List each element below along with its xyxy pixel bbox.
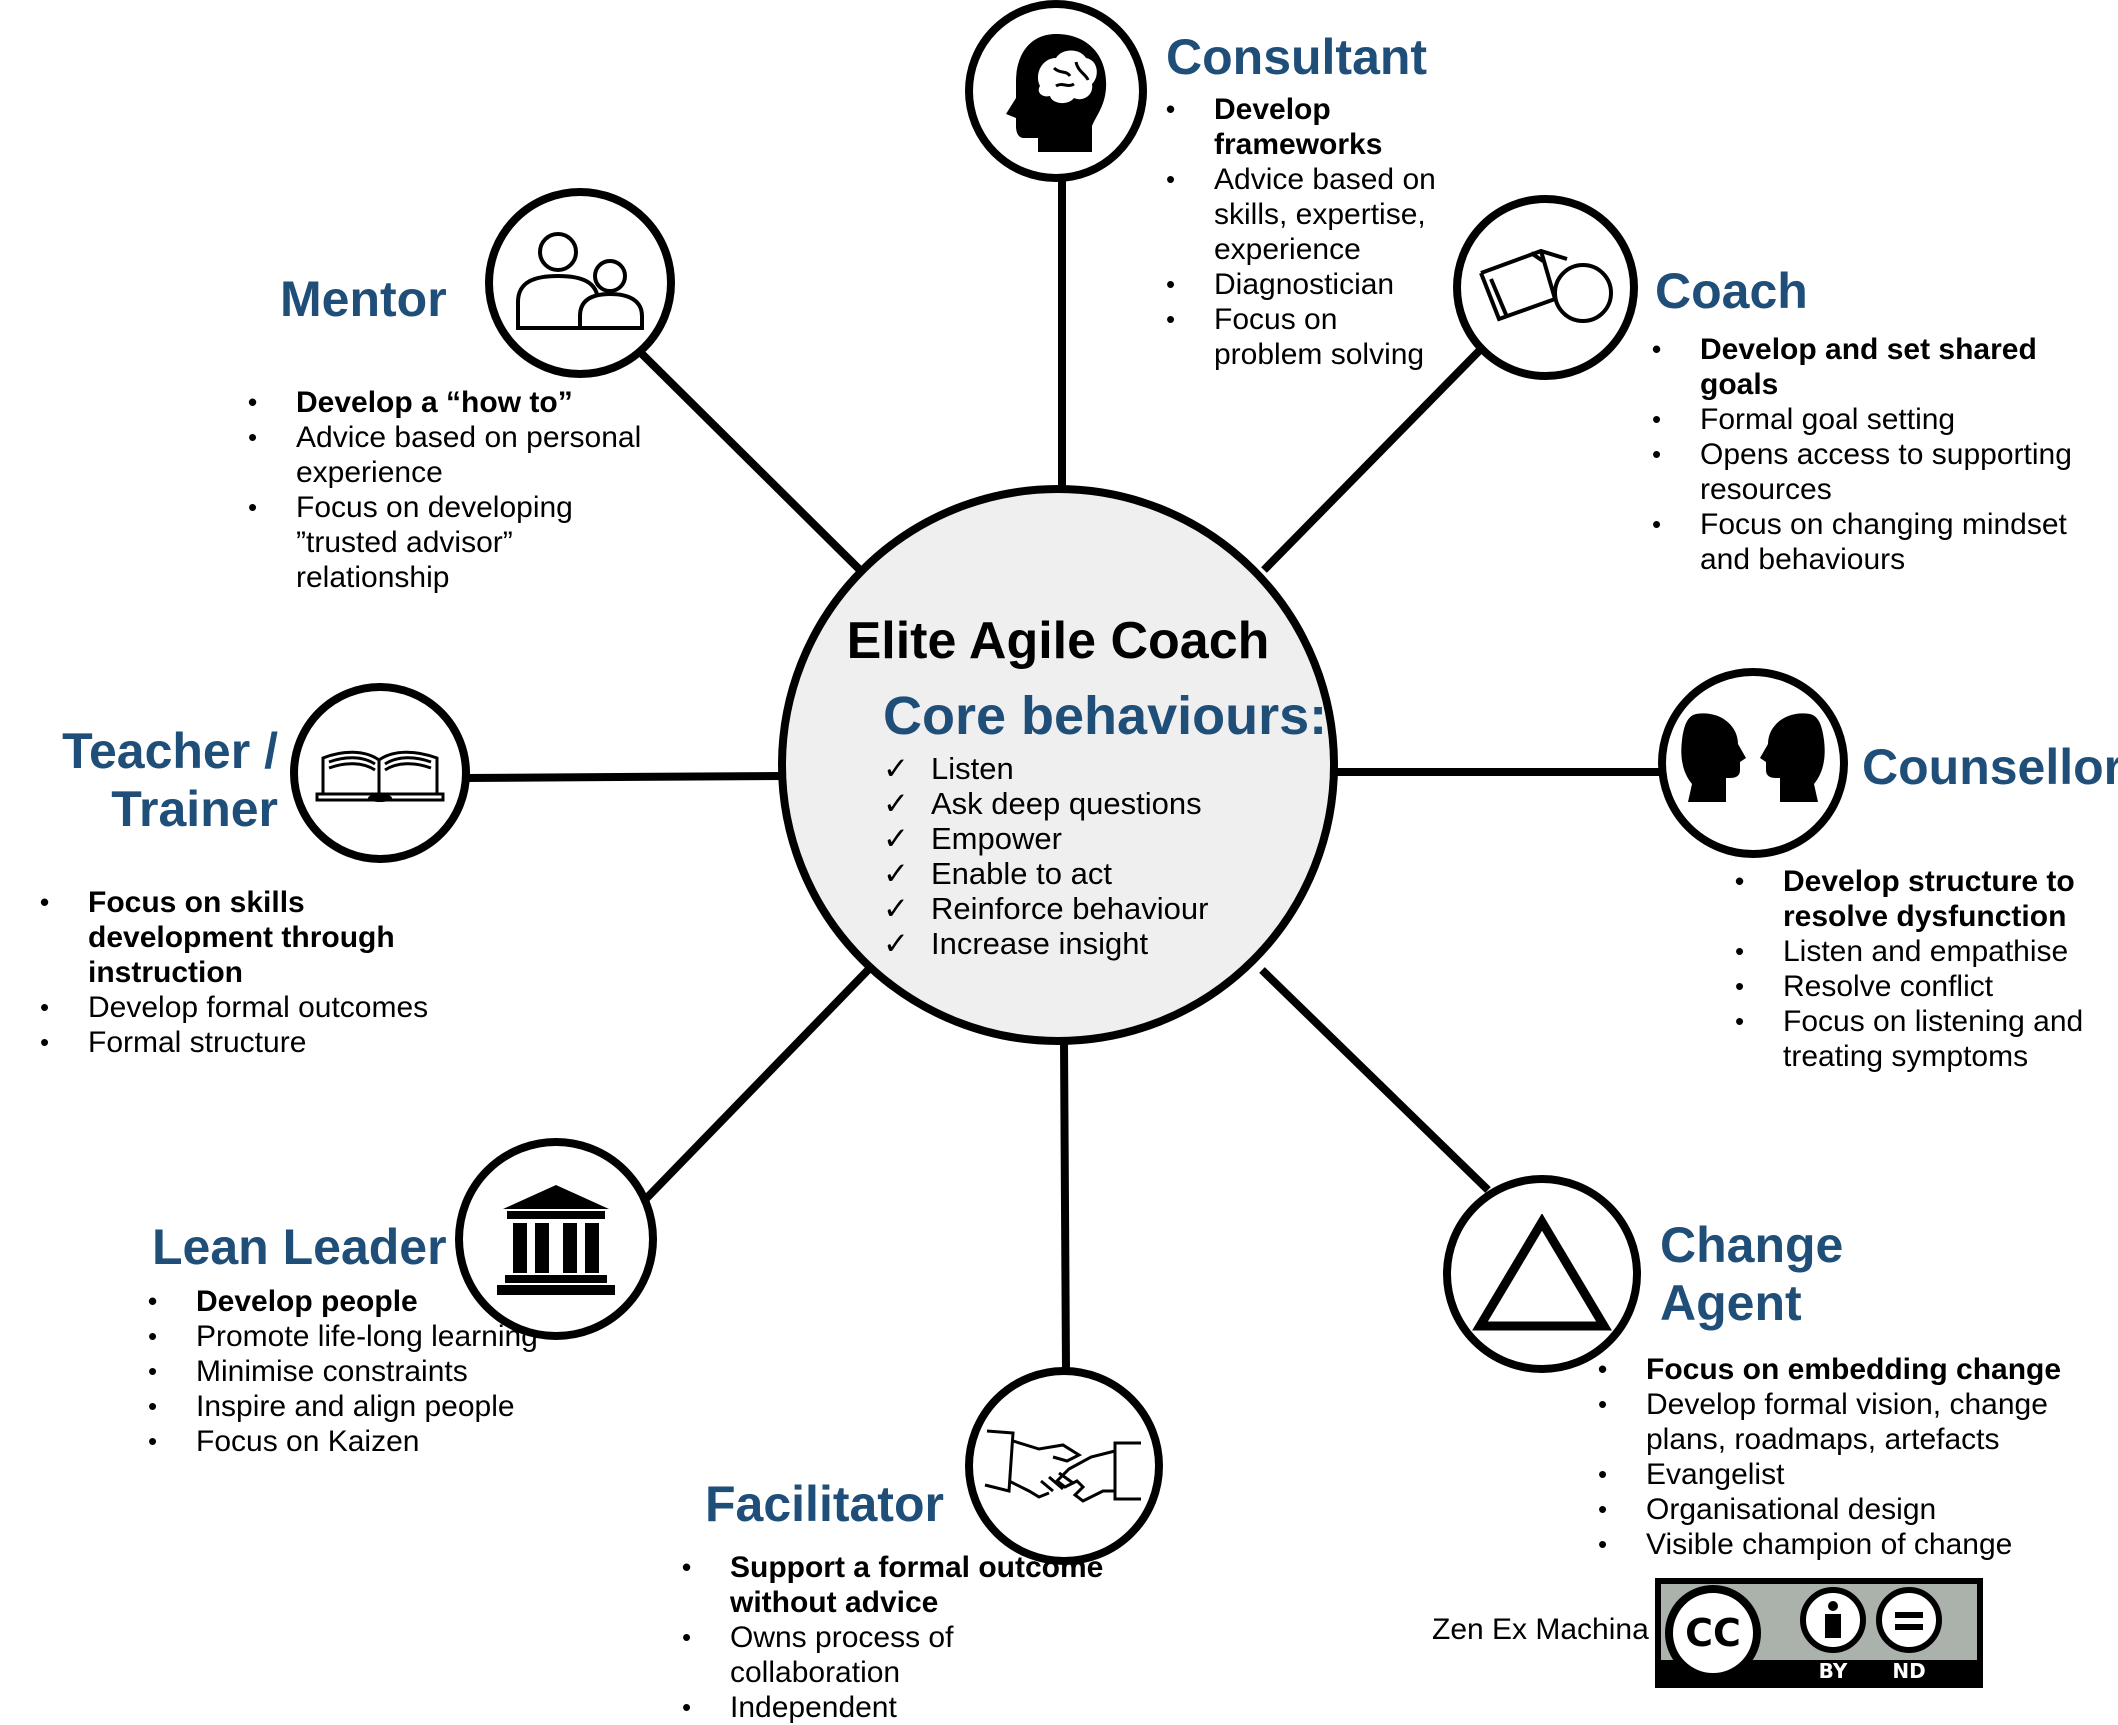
change-agent-title-line1: Change bbox=[1660, 1217, 1844, 1273]
list-item: Inspire and align people bbox=[148, 1389, 568, 1424]
list-item: Support a formal outcome without advice bbox=[682, 1550, 1112, 1620]
check-icon: ✓ bbox=[883, 891, 909, 926]
author-credit: Zen Ex Machina bbox=[1432, 1613, 1649, 1646]
lean-leader-title: Lean Leader bbox=[152, 1219, 447, 1275]
by-label: BY bbox=[1819, 1659, 1848, 1683]
check-icon: ✓ bbox=[883, 786, 909, 821]
consultant-list: Develop frameworks Advice based on skill… bbox=[1166, 92, 1446, 372]
spoke-lean-leader bbox=[637, 967, 871, 1208]
list-item: Independent bbox=[682, 1690, 1112, 1725]
consultant-icon-circle bbox=[965, 0, 1147, 182]
list-item: Evangelist bbox=[1598, 1457, 2068, 1492]
cc-icon bbox=[1665, 1585, 1761, 1681]
list-item: Resolve conflict bbox=[1735, 969, 2095, 1004]
center-title: Elite Agile Coach bbox=[846, 612, 1270, 670]
spoke-facilitator bbox=[1060, 1041, 1070, 1371]
handshake-icon bbox=[984, 1429, 1141, 1503]
change-agent-icon-circle bbox=[1443, 1175, 1641, 1373]
list-item: Focus on embedding change bbox=[1598, 1352, 2068, 1387]
list-item: Focus on skills development through inst… bbox=[40, 885, 490, 990]
list-item: Develop a “how to” bbox=[248, 385, 648, 420]
change-agent-title: Change Agent bbox=[1660, 1216, 1843, 1332]
lean-leader-list: Develop people Promote life-long learnin… bbox=[148, 1284, 568, 1459]
list-item: Advice based on personal experience bbox=[248, 420, 648, 490]
two-people-icon bbox=[516, 232, 644, 330]
teacher-list: Focus on skills development through inst… bbox=[40, 885, 490, 1060]
counsellor-list: Develop structure to resolve dysfunction… bbox=[1735, 864, 2095, 1074]
check-icon: ✓ bbox=[883, 926, 909, 961]
temple-icon bbox=[497, 1185, 615, 1295]
list-item: Formal goal setting bbox=[1652, 402, 2118, 437]
list-item: Minimise constraints bbox=[148, 1354, 568, 1389]
nd-label: ND bbox=[1892, 1659, 1925, 1683]
list-item: Focus on changing mindset and behaviours bbox=[1652, 507, 2118, 577]
list-item: Focus on developing ”trusted advisor” re… bbox=[248, 490, 648, 595]
head-brain-icon bbox=[1006, 34, 1107, 152]
list-item: Advice based on skills, expertise, exper… bbox=[1166, 162, 1446, 267]
mentor-list: Develop a “how to” Advice based on perso… bbox=[248, 385, 648, 595]
list-item: Listen and empathise bbox=[1735, 934, 2095, 969]
open-book-icon bbox=[315, 750, 445, 802]
check-icon: ✓ bbox=[883, 751, 909, 786]
facilitator-icon-circle bbox=[965, 1367, 1163, 1565]
list-item: Owns process of collaboration bbox=[682, 1620, 1112, 1690]
core-behaviour-item: ✓Increase insight bbox=[883, 926, 1149, 961]
counsellor-icon-circle bbox=[1658, 668, 1848, 858]
teacher-title: Teacher / Trainer bbox=[40, 722, 278, 838]
coach-icon-circle bbox=[1453, 195, 1638, 380]
list-item: Focus on problem solving bbox=[1166, 302, 1446, 372]
whistle-icon bbox=[1478, 248, 1613, 323]
list-item: Diagnostician bbox=[1166, 267, 1446, 302]
counsellor-title: Counsellor bbox=[1862, 739, 2118, 795]
change-agent-list: Focus on embedding change Develop formal… bbox=[1598, 1352, 2068, 1562]
two-heads-facing-icon bbox=[1681, 713, 1825, 802]
list-item: Opens access to supporting resources bbox=[1652, 437, 2118, 507]
teacher-title-line1: Teacher / bbox=[62, 723, 278, 779]
consultant-title: Consultant bbox=[1166, 29, 1428, 85]
core-behaviours-title: Core behaviours: bbox=[883, 686, 1328, 746]
check-icon: ✓ bbox=[883, 821, 909, 856]
list-item: Focus on Kaizen bbox=[148, 1424, 568, 1459]
core-behaviours-list: ✓Listen ✓Ask deep questions ✓Empower ✓En… bbox=[883, 751, 1208, 961]
list-item: Develop people bbox=[148, 1284, 568, 1319]
change-agent-title-line2: Agent bbox=[1660, 1275, 1802, 1331]
list-item: Organisational design bbox=[1598, 1492, 2068, 1527]
mentor-title: Mentor bbox=[280, 271, 447, 327]
spoke-teacher bbox=[464, 772, 783, 782]
spoke-change-agent bbox=[1259, 967, 1491, 1193]
cc-icon-label: CC bbox=[1685, 1611, 1741, 1655]
mentor-icon-circle bbox=[485, 188, 675, 378]
teacher-icon-circle bbox=[290, 683, 470, 863]
list-item: Develop formal outcomes bbox=[40, 990, 490, 1025]
nd-no-derivatives-icon bbox=[1876, 1587, 1942, 1653]
core-behaviour-item: ✓Enable to act bbox=[883, 856, 1112, 891]
list-item: Promote life-long learning bbox=[148, 1319, 568, 1354]
list-item: Focus on listening and treating symptoms bbox=[1735, 1004, 2095, 1074]
spoke-mentor bbox=[637, 349, 865, 575]
list-item: Develop formal vision, change plans, roa… bbox=[1598, 1387, 2068, 1457]
core-behaviour-item: ✓Reinforce behaviour bbox=[883, 891, 1209, 926]
list-item: Develop and set shared goals bbox=[1652, 332, 2118, 402]
check-icon: ✓ bbox=[883, 856, 909, 891]
cc-license-badge[interactable]: CC BY ND bbox=[1655, 1578, 1983, 1688]
list-item: Develop frameworks bbox=[1166, 92, 1446, 162]
core-behaviour-item: ✓Ask deep questions bbox=[883, 786, 1202, 821]
coach-list: Develop and set shared goals Formal goal… bbox=[1652, 332, 2118, 577]
list-item: Visible champion of change bbox=[1598, 1527, 2068, 1562]
core-behaviour-item: ✓Empower bbox=[883, 821, 1062, 856]
core-behaviour-item: ✓Listen bbox=[883, 751, 1014, 786]
list-item: Develop structure to resolve dysfunction bbox=[1735, 864, 2095, 934]
coach-title: Coach bbox=[1655, 263, 1808, 319]
facilitator-list: Support a formal outcome without advice … bbox=[682, 1550, 1112, 1725]
spoke-coach bbox=[1261, 347, 1483, 573]
center-circle: Elite Agile Coach Core behaviours: ✓List… bbox=[778, 485, 1338, 1045]
list-item: Formal structure bbox=[40, 1025, 490, 1060]
triangle-icon bbox=[1472, 1214, 1612, 1331]
facilitator-title: Facilitator bbox=[705, 1476, 944, 1532]
teacher-title-line2: Trainer bbox=[111, 781, 278, 837]
